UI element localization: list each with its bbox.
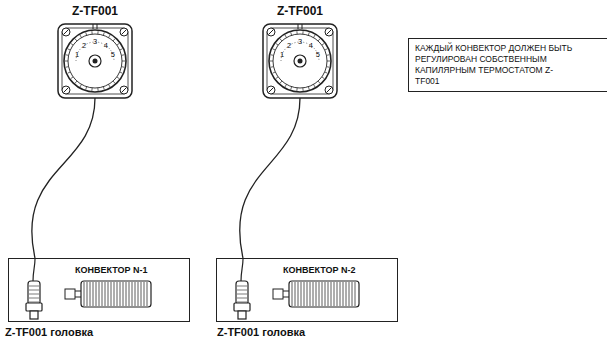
thermostat-label: Z-TF001 [55,4,135,19]
thermostat: Z-TF001 [55,4,135,100]
dial-number: 5 [316,51,320,59]
valve-head-label: Z-TF001 головка [5,327,93,338]
dial-number: 5 [111,51,115,59]
dial-number: 4 [309,42,313,50]
capillary-tube [32,98,95,258]
dial-number: 3 [298,38,302,46]
thermostat: Z-TF001 [260,4,340,100]
convector-box: КОНВЕКТОР N-2 [216,258,398,322]
valve-head-label: Z-TF001 головка [217,327,305,338]
capillary-tube [240,98,300,258]
convector-label: КОНВЕКТОР N-1 [75,265,148,275]
dial-number: 2 [82,42,86,50]
convector-label: КОНВЕКТОР N-2 [283,265,356,275]
thermostat-label: Z-TF001 [260,4,340,19]
thermostat-head [55,4,135,100]
dial-number: 3 [93,38,97,46]
note-box: КАЖДЫЙ КОНВЕКТОР ДОЛЖЕН БЫТЬ РЕГУЛИРОВАН… [408,38,607,92]
dial-number: 1 [75,51,79,59]
note-text: КАЖДЫЙ КОНВЕКТОР ДОЛЖЕН БЫТЬ РЕГУЛИРОВАН… [415,43,575,87]
convector-box: КОНВЕКТОР N-1 [8,258,190,322]
dial-number: 2 [287,42,291,50]
dial-number: 4 [104,42,108,50]
thermostat-head [260,4,340,100]
dial-number: 1 [280,51,284,59]
